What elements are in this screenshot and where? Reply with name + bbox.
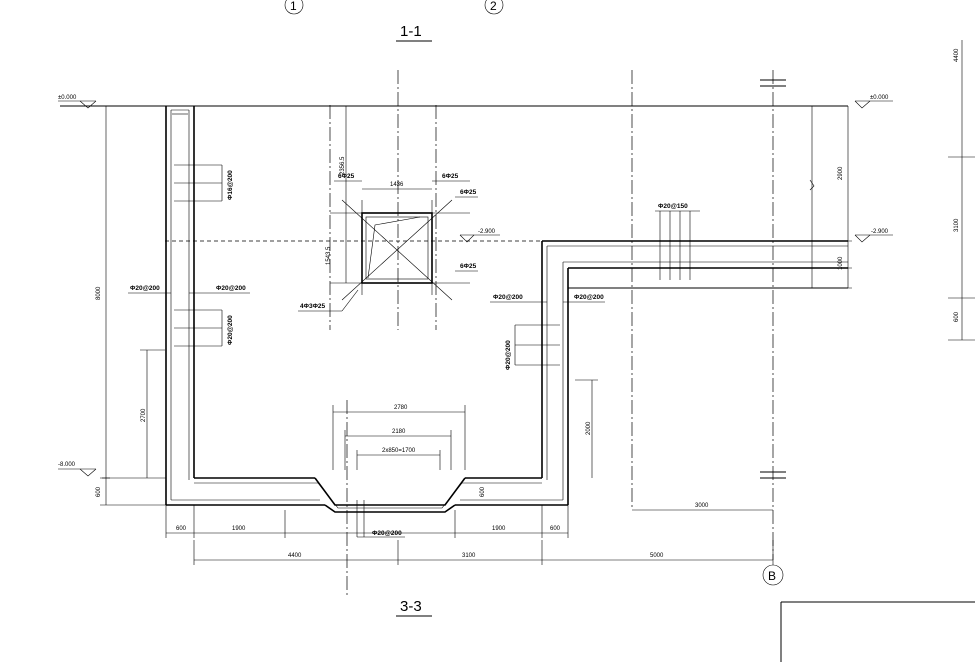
svg-text:-2.900: -2.900 xyxy=(871,229,889,235)
dim-pit-2180 xyxy=(344,430,452,470)
upper-right-slab xyxy=(542,240,848,289)
dim-opening-w: 1436 xyxy=(390,182,404,188)
rebar-label-bottom: Φ20@200 xyxy=(356,500,405,538)
svg-text:Φ20@200: Φ20@200 xyxy=(216,285,246,292)
rebar-label-opening-tr: 6Φ25 xyxy=(432,173,470,182)
opening-box xyxy=(330,199,470,301)
svg-text:2: 2 xyxy=(490,0,497,13)
svg-text:-2.900: -2.900 xyxy=(478,229,496,235)
right-partial-drawing xyxy=(780,40,975,662)
dim-base-thick: 600 xyxy=(96,486,102,497)
dim-opening-top: 2356.5 xyxy=(340,156,346,175)
svg-text:Φ20@200: Φ20@200 xyxy=(372,530,402,537)
axis-bubble-b: B xyxy=(762,564,784,586)
rebar-label-wall-left: Φ20@200 xyxy=(128,285,171,294)
axis-bubble-2: 2 xyxy=(484,0,504,15)
dim-2180: 2180 xyxy=(392,429,406,435)
dim-3100: 3100 xyxy=(462,553,476,559)
dim-r-600: 600 xyxy=(954,311,960,322)
rebar-leaders-left-upper xyxy=(174,164,223,202)
svg-text:6Φ25: 6Φ25 xyxy=(460,189,477,196)
svg-text:Φ20@200: Φ20@200 xyxy=(493,294,523,301)
rebar-leaders-left-mid xyxy=(174,309,223,347)
dim-pit-600: 600 xyxy=(480,486,486,497)
inner-wall xyxy=(541,241,569,505)
elevation-mid-right: -2.900 xyxy=(854,229,893,243)
svg-text:±0.000: ±0.000 xyxy=(58,95,77,101)
dim-4400: 4400 xyxy=(288,553,302,559)
rebar-label-wall-upper: Φ16@200 xyxy=(227,170,234,200)
rebar-label-opening-diag: 4Φ3Φ25 xyxy=(298,289,359,312)
dim-r-3100: 3100 xyxy=(954,218,960,232)
dim-2700: 2700 xyxy=(141,408,147,422)
svg-text:1: 1 xyxy=(290,0,297,13)
elevation-top-left: ±0.000 xyxy=(58,95,97,109)
svg-text:±0.000: ±0.000 xyxy=(870,95,889,101)
break-mark-top xyxy=(760,79,786,87)
svg-text:6Φ25: 6Φ25 xyxy=(442,173,459,180)
dim-opening-h: 1543.5 xyxy=(326,246,332,265)
elevation-mid: -2.900 xyxy=(459,229,500,243)
dim-pit-2780 xyxy=(332,405,466,470)
rebar-label-wall-mid: Φ20@200 xyxy=(227,315,234,345)
svg-text:4Φ3Φ25: 4Φ3Φ25 xyxy=(300,303,326,310)
rebar-leaders-slab-top: Φ20@150 xyxy=(655,203,700,280)
break-mark-bottom xyxy=(760,471,786,479)
section-title-top: 1-1 xyxy=(400,23,422,40)
svg-text:Φ20@150: Φ20@150 xyxy=(658,203,688,210)
break-zigzag xyxy=(809,179,815,191)
dim-2x850: 2x850=1700 xyxy=(382,448,416,454)
axis-bubble-1: 1 xyxy=(284,0,304,15)
svg-text:B: B xyxy=(768,569,776,583)
dim-r-3000: 3000 xyxy=(695,503,709,509)
dim-right-2000 xyxy=(575,379,598,478)
left-wall xyxy=(165,106,195,505)
dim-r-4400: 4400 xyxy=(954,48,960,62)
dim-bottom-row1 xyxy=(165,505,569,538)
svg-text:6Φ25: 6Φ25 xyxy=(460,263,477,270)
dim-pit-2x850 xyxy=(356,450,441,470)
section-title-bottom: 3-3 xyxy=(400,598,422,615)
svg-text:Φ20@200: Φ20@200 xyxy=(574,294,604,301)
rebar-label-opening-tl: 6Φ25 xyxy=(334,173,362,182)
dim-b600-left: 600 xyxy=(176,526,187,532)
dim-r-2900: 2900 xyxy=(838,166,844,180)
dim-lower-2700 xyxy=(140,349,165,478)
dim-r-2000: 2000 xyxy=(586,421,592,435)
rebar-label-inner-wall-vert: Φ20@200 xyxy=(505,340,512,370)
dim-right-vertical xyxy=(811,106,852,289)
dim-total-height: 8000 xyxy=(96,286,102,300)
dim-left-total xyxy=(100,106,166,506)
dim-b1900-right: 1900 xyxy=(492,526,506,532)
dim-bottom-row2 xyxy=(193,540,774,565)
svg-text:-8.000: -8.000 xyxy=(58,462,76,468)
rebar-label-opening-br: 6Φ25 xyxy=(455,263,478,272)
rebar-label-opening-r: 6Φ25 xyxy=(455,189,478,198)
dim-b600-right: 600 xyxy=(550,526,561,532)
rebar-label-inner-wall-out: Φ20@200 xyxy=(490,294,547,303)
dim-5000: 5000 xyxy=(650,553,664,559)
dim-r-1000: 1000 xyxy=(838,256,844,270)
rebar-leaders-inner-wall xyxy=(514,324,560,366)
bottom-slab xyxy=(166,477,568,513)
elevation-bottom: -8.000 xyxy=(58,462,97,477)
dim-2780: 2780 xyxy=(394,405,408,411)
rebar-label-wall-inner: Φ20@200 xyxy=(189,285,250,294)
svg-text:Φ20@200: Φ20@200 xyxy=(130,285,160,292)
dim-b1900-left: 1900 xyxy=(232,526,246,532)
rebar-label-inner-wall-in: Φ20@200 xyxy=(563,294,605,303)
elevation-top-right: ±0.000 xyxy=(854,95,893,109)
